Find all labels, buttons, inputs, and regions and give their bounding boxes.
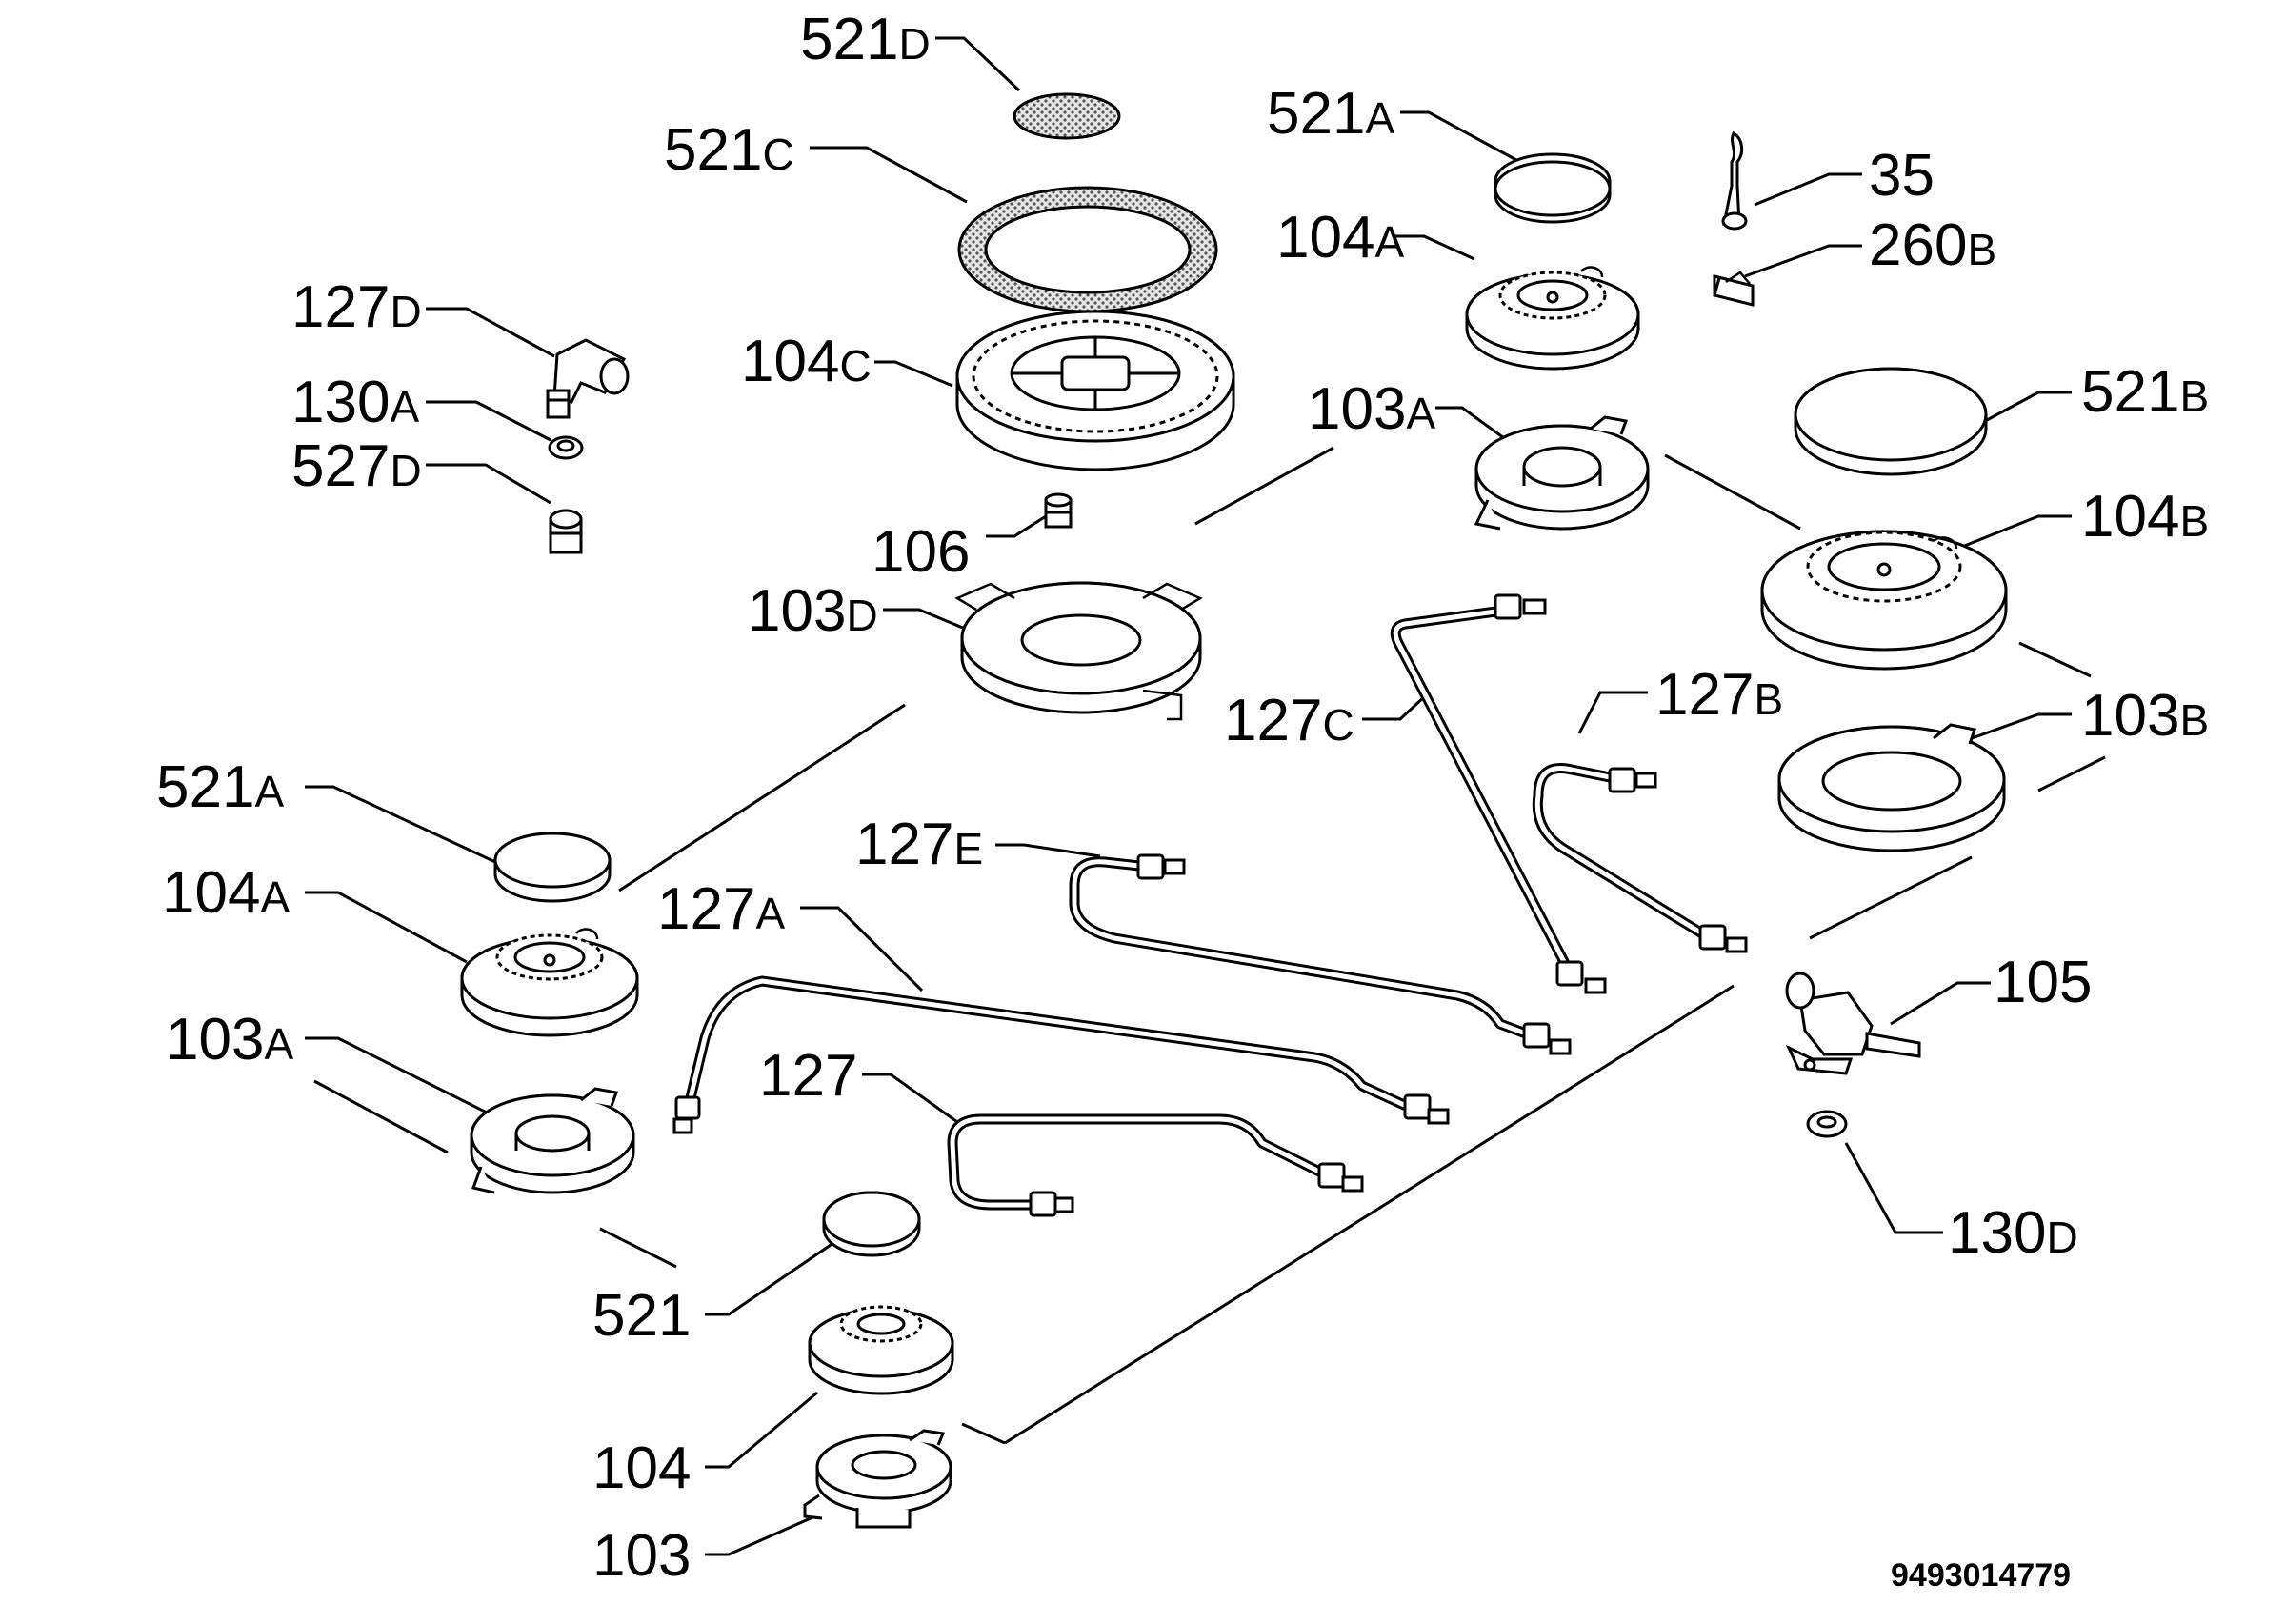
label-104c: 104C <box>741 329 872 394</box>
part-103 <box>803 1429 952 1529</box>
label-521a-left: 521A <box>156 754 284 820</box>
label-521: 521 <box>592 1283 691 1349</box>
part-104a-right <box>1465 266 1640 371</box>
label-127b: 127B <box>1655 662 1783 728</box>
label-130d: 130D <box>1948 1200 2078 1266</box>
label-103: 103 <box>592 1523 691 1589</box>
part-103b <box>1777 723 2006 852</box>
part-35 <box>1721 130 1748 231</box>
part-127d <box>546 338 630 419</box>
label-104a-left: 104A <box>162 860 290 926</box>
part-521a-left <box>493 832 612 903</box>
label-103a-left: 103A <box>166 1007 293 1073</box>
part-106 <box>1044 492 1073 529</box>
part-521c <box>957 186 1218 313</box>
leader-lines <box>305 36 2106 1556</box>
part-521d <box>1013 92 1121 140</box>
gas-tubes <box>672 593 1748 1217</box>
label-127c: 127C <box>1224 688 1354 753</box>
label-127e: 127E <box>855 812 983 877</box>
label-103a-right: 103A <box>1308 376 1435 442</box>
part-104a-left <box>460 928 639 1037</box>
part-521 <box>822 1191 921 1257</box>
label-130a: 130A <box>291 370 419 435</box>
label-127: 127 <box>759 1043 857 1109</box>
part-130a <box>548 435 584 460</box>
label-35: 35 <box>1869 143 1935 209</box>
label-260b: 260B <box>1869 212 1996 278</box>
part-103d <box>954 581 1203 721</box>
part-521b <box>1794 367 1988 476</box>
part-527d <box>549 509 583 554</box>
label-103d: 103D <box>748 578 878 644</box>
label-105: 105 <box>1994 950 2092 1015</box>
label-103b: 103B <box>2081 683 2209 749</box>
part-260b <box>1713 271 1755 307</box>
label-104b: 104B <box>2081 484 2209 550</box>
label-521c: 521C <box>664 117 794 183</box>
label-521a-right: 521A <box>1267 81 1394 147</box>
part-130d <box>1806 1110 1848 1138</box>
part-104c <box>955 310 1235 471</box>
label-127d: 127D <box>291 274 422 340</box>
label-106: 106 <box>872 519 970 585</box>
label-521d: 521D <box>800 7 931 72</box>
drawing-number: 9493014779 <box>1891 1557 2071 1594</box>
label-527d: 527D <box>291 433 422 499</box>
label-521b: 521B <box>2081 359 2209 425</box>
part-521a-right <box>1494 152 1612 224</box>
label-127a: 127A <box>657 876 785 942</box>
label-104: 104 <box>592 1435 691 1501</box>
part-103a-right <box>1474 415 1650 531</box>
part-103a-left <box>470 1087 635 1194</box>
part-104 <box>808 1305 954 1395</box>
part-104b <box>1760 530 2008 671</box>
part-105 <box>1785 972 1921 1075</box>
label-104a-right: 104A <box>1276 205 1404 271</box>
part-labels: 521D 521C 127D 130A 527D 104C 106 103D 5… <box>156 7 2209 1594</box>
